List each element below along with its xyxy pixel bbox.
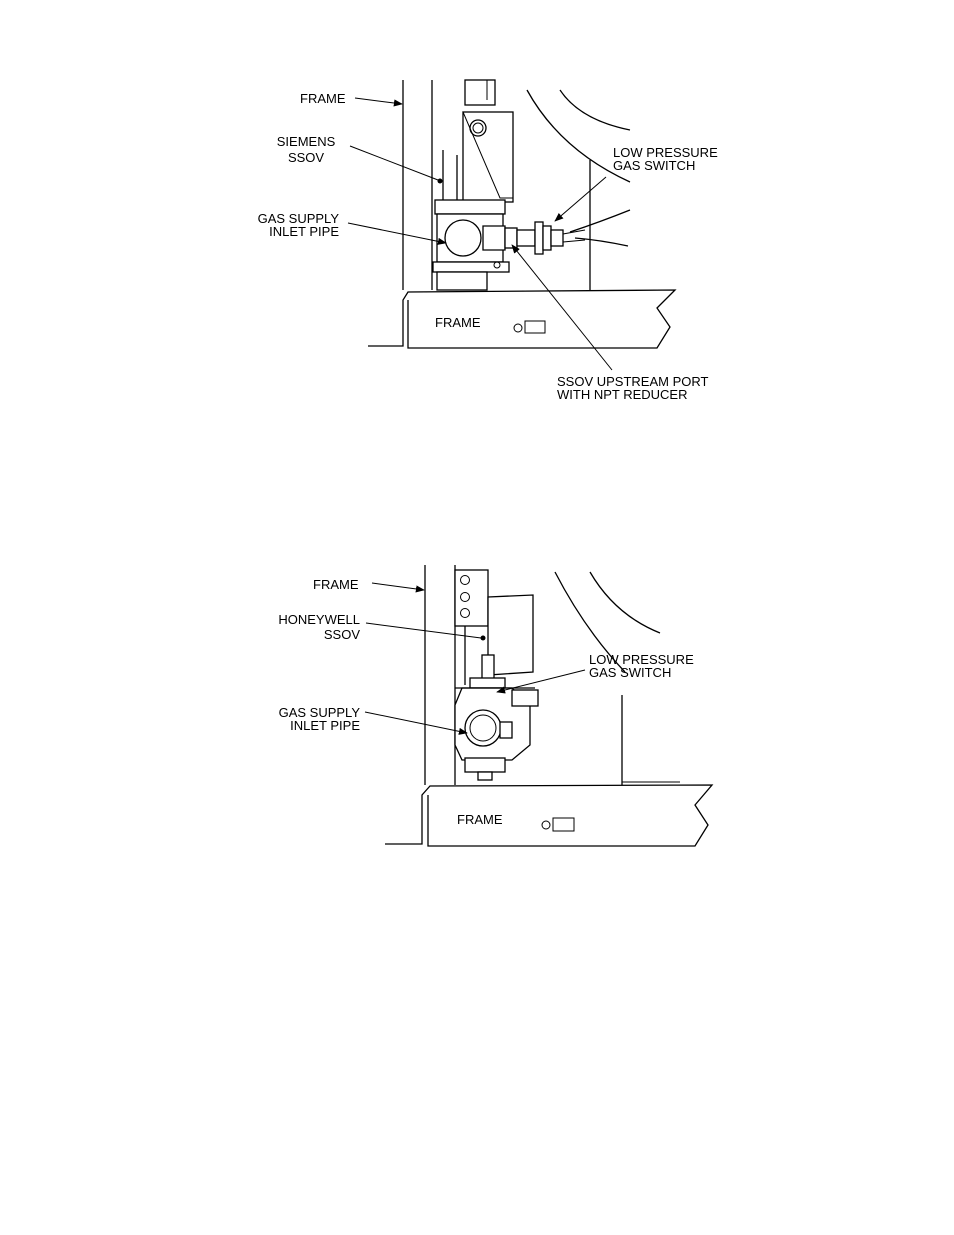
lower-frame bbox=[368, 290, 675, 348]
honeywell-ssov-label-line1: HONEYWELL bbox=[278, 612, 360, 627]
frame-label-lower: FRAME bbox=[435, 315, 481, 330]
siemens-ssov-label-line2: SSOV bbox=[288, 150, 324, 165]
honeywell-diagram: FRAME HONEYWELL SSOV LOW PRESSURE GAS SW… bbox=[278, 565, 712, 846]
low-pressure-switch-label-line2: GAS SWITCH bbox=[613, 158, 695, 173]
frame-label-upper: FRAME bbox=[300, 91, 346, 106]
gas-supply-label-line2: INLET PIPE bbox=[269, 224, 339, 239]
siemens-diagram: FRAME SIEMENS SSOV GAS SUPPLY INLET PIPE… bbox=[258, 80, 718, 402]
frame-label-upper: FRAME bbox=[313, 577, 359, 592]
honeywell-ssov-label-line2: SSOV bbox=[324, 627, 360, 642]
upstream-port-label-line2: WITH NPT REDUCER bbox=[557, 387, 687, 402]
siemens-valve-body bbox=[433, 80, 513, 290]
lower-frame bbox=[385, 785, 712, 846]
terminal-block bbox=[455, 570, 488, 626]
low-pressure-switch-label-line2: GAS SWITCH bbox=[589, 665, 671, 680]
gas-supply-label-line2: INLET PIPE bbox=[290, 718, 360, 733]
low-pressure-gas-switch-icon bbox=[500, 722, 512, 738]
frame-label-lower: FRAME bbox=[457, 812, 503, 827]
siemens-ssov-label-line1: SIEMENS bbox=[277, 134, 336, 149]
